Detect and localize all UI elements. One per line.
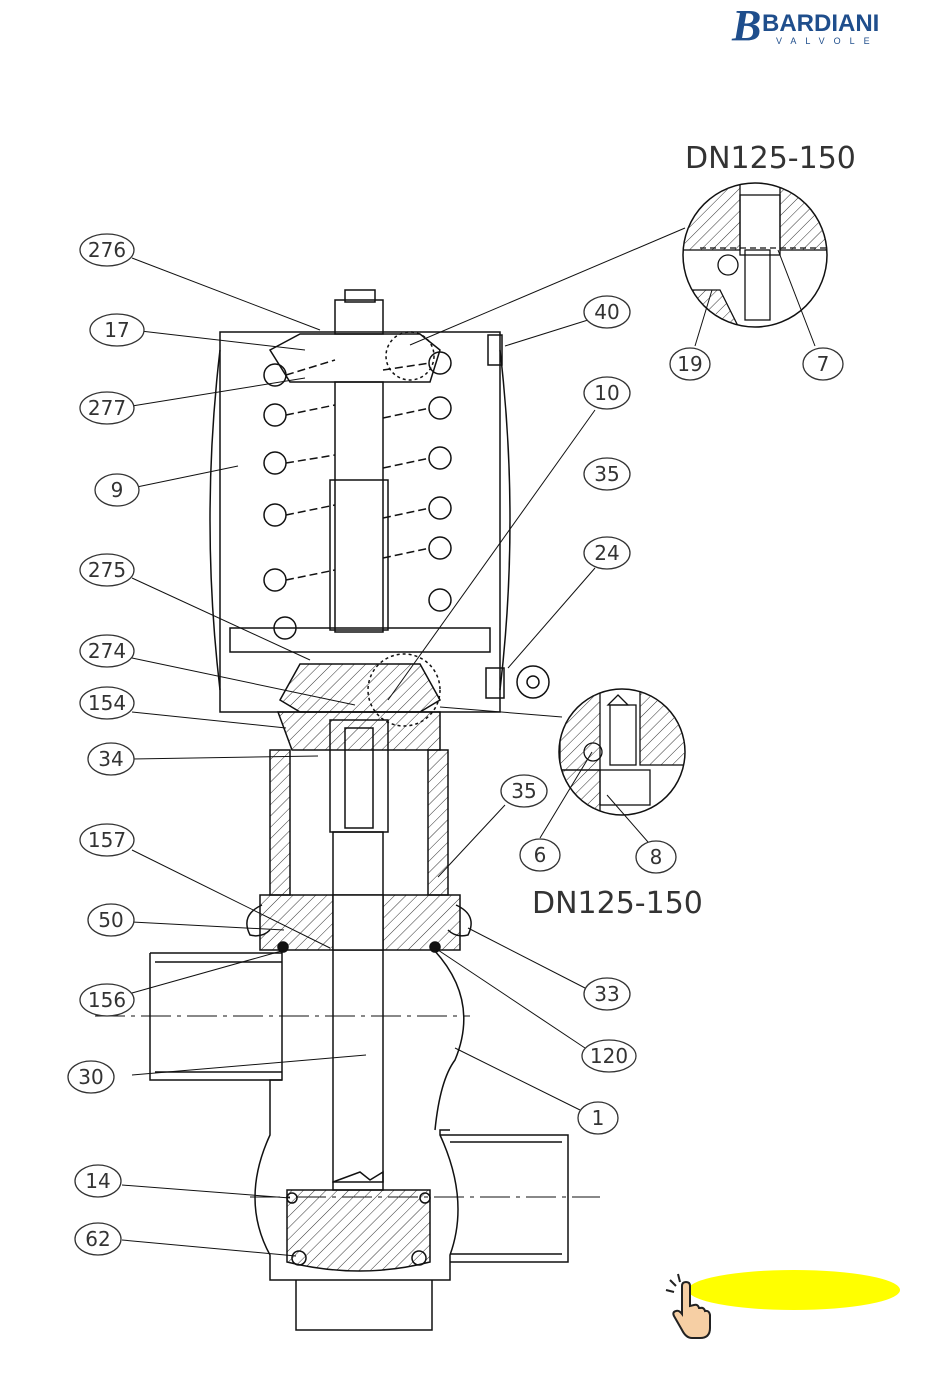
leader-lines — [122, 250, 815, 1256]
top-cap — [270, 334, 440, 382]
valve-stem — [333, 832, 383, 1182]
label-ovals — [68, 234, 843, 1255]
actuator-housing — [220, 332, 500, 712]
part-label-30: 30 — [78, 1065, 103, 1089]
indicator-ring — [517, 666, 549, 698]
actuator-shaft-lower — [330, 480, 388, 630]
spring-coils-right — [383, 352, 451, 611]
detail-top-title: DN125-150 — [685, 141, 856, 176]
stem-bore — [333, 895, 383, 950]
label-texts: 276 17 277 9 275 274 154 34 157 50 156 3… — [78, 238, 829, 1251]
part-label-50: 50 — [98, 908, 123, 932]
part-label-1: 1 — [592, 1106, 605, 1130]
actuator-shaft — [335, 382, 383, 632]
part-label-35-top: 35 — [594, 462, 619, 486]
part-label-275: 275 — [88, 558, 126, 582]
upper-chamber-right — [434, 950, 464, 1130]
part-label-62: 62 — [85, 1227, 110, 1251]
actuator-left-curve — [210, 350, 220, 690]
yoke-left-wall — [270, 750, 290, 895]
top-fitting — [335, 300, 383, 334]
valve-body-outline — [95, 290, 600, 1330]
part-label-6: 6 — [534, 843, 547, 867]
part-label-10: 10 — [594, 381, 619, 405]
part-label-34: 34 — [98, 747, 123, 771]
part-label-276: 276 — [88, 238, 126, 262]
detail-bottom-title: DN125-150 — [532, 886, 703, 921]
part-label-9: 9 — [111, 478, 124, 502]
part-label-14: 14 — [85, 1169, 110, 1193]
part-label-24: 24 — [594, 541, 619, 565]
part-label-277: 277 — [88, 396, 126, 420]
detail-bottom: DN125-150 — [440, 689, 703, 921]
left-pipe-inner — [155, 962, 282, 1072]
part-label-17: 17 — [104, 318, 129, 342]
part-label-7: 7 — [817, 352, 830, 376]
part-label-19: 19 — [677, 352, 702, 376]
indicator-ring-inner — [527, 676, 539, 688]
part-label-157: 157 — [88, 828, 126, 852]
part-label-8: 8 — [650, 845, 663, 869]
part-label-33: 33 — [594, 982, 619, 1006]
part-label-40: 40 — [594, 300, 619, 324]
bottom-port — [296, 1280, 432, 1330]
spring-coils-left — [264, 360, 335, 639]
part-label-156: 156 — [88, 988, 126, 1012]
part-label-154: 154 — [88, 691, 126, 715]
highlight-marker[interactable] — [688, 1270, 900, 1310]
right-pipe — [440, 1135, 568, 1262]
actuator-bottom-flange — [280, 664, 440, 712]
valve-plug — [287, 1190, 430, 1271]
part-label-274: 274 — [88, 639, 126, 663]
pointer-hand-icon — [664, 1272, 716, 1342]
yoke-right-wall — [428, 750, 448, 895]
part-label-120: 120 — [590, 1044, 628, 1068]
yoke-top — [278, 712, 440, 750]
actuator-right-curve — [500, 350, 510, 690]
part-label-35-bottom: 35 — [511, 779, 536, 803]
detail-top: DN125-150 — [410, 141, 856, 345]
stem-thread — [333, 1172, 383, 1190]
right-pipe-inner — [450, 1142, 562, 1254]
